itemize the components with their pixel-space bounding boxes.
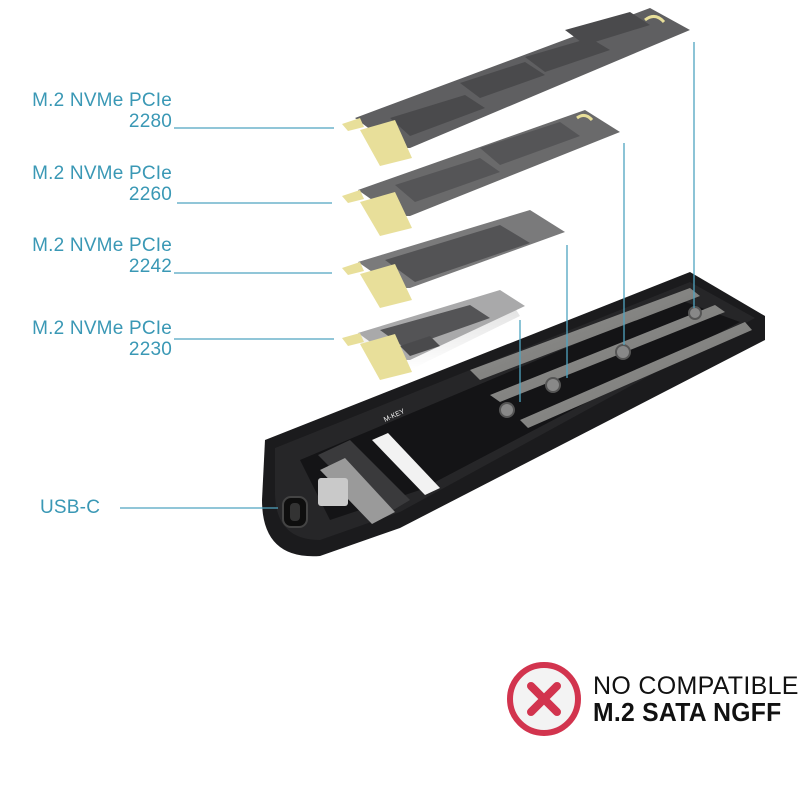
label-2230-size: 2230: [128, 339, 172, 360]
label-2280-size: 2280: [128, 111, 172, 132]
warning-line1: NO COMPATIBLE: [593, 672, 799, 700]
label-2230: M.2 NVMe PCIe 2230: [10, 318, 172, 360]
label-2260-size: 2260: [128, 184, 172, 205]
leader-lines: [120, 42, 695, 509]
label-2280: M.2 NVMe PCIe 2280: [10, 90, 172, 132]
warning-line2: M.2 SATA NGFF: [593, 697, 782, 727]
label-2260: M.2 NVMe PCIe 2260: [10, 163, 172, 205]
label-2242: M.2 NVMe PCIe 2242: [10, 235, 172, 277]
ssd-2260: [342, 110, 620, 236]
label-usb-c: USB-C: [40, 497, 101, 518]
label-2260-interface: M.2 NVMe PCIe: [32, 163, 172, 184]
label-2242-interface: M.2 NVMe PCIe: [32, 235, 172, 256]
ssd-2242: [342, 210, 565, 308]
ssd-2280: [342, 8, 690, 166]
incompatibility-badge: NO COMPATIBLE M.2 SATA NGFF: [505, 660, 798, 740]
label-2280-interface: M.2 NVMe PCIe: [32, 90, 172, 111]
label-2242-size: 2242: [128, 256, 172, 277]
enclosure: M-KEY: [262, 272, 765, 557]
ssd-2230: [342, 290, 525, 380]
x-circle-icon: [507, 662, 581, 736]
label-2230-interface: M.2 NVMe PCIe: [32, 318, 172, 339]
